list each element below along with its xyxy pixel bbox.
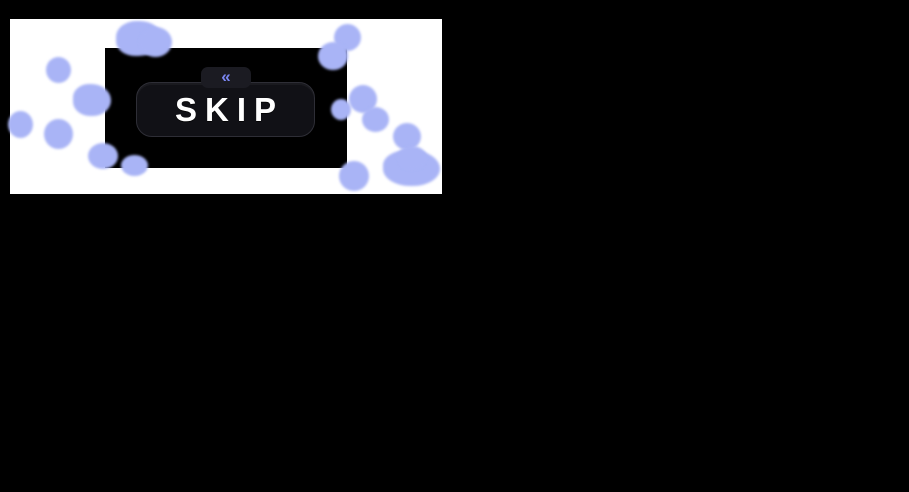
double-chevron-left-icon: « — [221, 67, 231, 86]
ad-panel: SKIP « — [10, 19, 442, 194]
skip-button-label: SKIP — [174, 90, 285, 128]
skip-overlay: SKIP « — [105, 48, 347, 168]
skip-button[interactable]: SKIP — [136, 82, 315, 137]
collapse-pill-button[interactable]: « — [201, 67, 251, 88]
